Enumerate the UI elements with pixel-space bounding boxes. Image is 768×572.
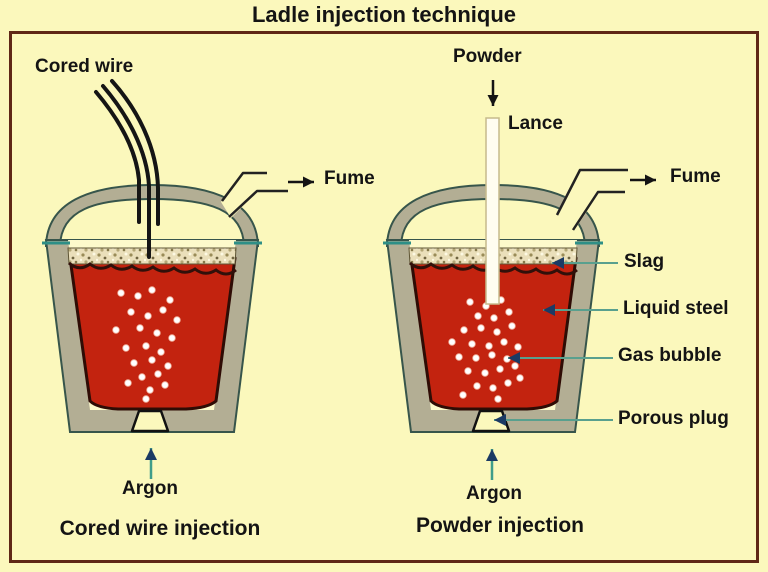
powder-label: Powder [453,46,522,67]
left-gas-bubbles [112,286,181,403]
right-ladle [383,80,656,480]
slag-label: Slag [624,251,665,272]
liquid-steel-label: Liquid steel [623,298,729,319]
right-gas-bubbles [448,296,524,403]
left-slag [67,247,237,265]
left-fume-label: Fume [324,168,375,189]
right-caption: Powder injection [415,514,585,537]
right-fume-label: Fume [670,166,721,187]
left-ladle [42,79,314,479]
gas-bubble-label: Gas bubble [618,345,722,366]
right-liquid-steel [409,256,578,411]
page-title: Ladle injection technique [251,2,517,27]
left-liquid-steel [68,256,237,411]
cored-wires [94,79,160,259]
left-slag-boundary [67,261,237,276]
annotation-leaders [494,257,618,426]
left-argon-label: Argon [122,478,178,499]
lance [485,117,500,305]
cored-wire-label: Cored wire [35,56,134,77]
right-argon-label: Argon [466,483,522,504]
right-fume-duct [555,168,628,231]
left-caption: Cored wire injection [59,517,261,540]
diagram-frame [9,31,759,563]
left-fume-duct-opening [221,172,268,218]
left-fume-duct [221,171,288,218]
porous-plug-label: Porous plug [618,408,729,429]
left-porous-plug [130,409,170,433]
lance-label: Lance [508,113,563,134]
